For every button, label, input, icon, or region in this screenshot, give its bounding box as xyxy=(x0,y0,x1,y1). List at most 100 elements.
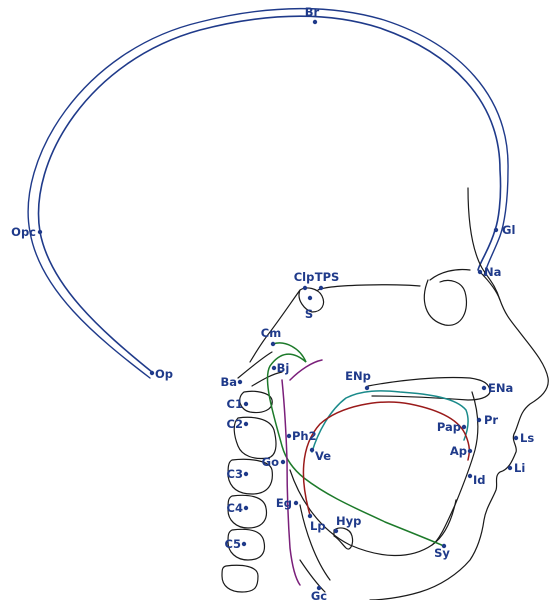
landmark-label-hyp: Hyp xyxy=(336,514,361,528)
orbit-outline xyxy=(424,280,466,325)
landmark-point-lp xyxy=(308,514,312,518)
landmark-label-lp: Lp xyxy=(310,519,326,533)
landmark-label-opc: Opc xyxy=(11,225,36,239)
landmark-sy: Sy xyxy=(434,544,450,560)
landmark-c3: C3 xyxy=(227,467,249,481)
landmark-point-c4 xyxy=(244,506,248,510)
landmark-point-ls xyxy=(514,436,518,440)
landmark-c5: C5 xyxy=(225,537,247,551)
landmark-bj: Bj xyxy=(272,361,290,375)
landmark-point-c2 xyxy=(244,422,248,426)
landmark-point-hyp xyxy=(334,529,338,533)
landmark-label-ve: Ve xyxy=(315,449,331,463)
landmark-label-op: Op xyxy=(155,367,173,381)
landmark-point-cm xyxy=(271,342,275,346)
palate-outline xyxy=(368,377,490,400)
landmark-op: Op xyxy=(150,367,173,381)
mandible-lower xyxy=(300,560,325,592)
landmark-point-gl xyxy=(494,228,498,232)
maxilla-outline xyxy=(432,392,478,545)
landmark-point-ve xyxy=(310,448,314,452)
landmark-clp: Clp xyxy=(294,270,315,290)
landmark-label-gl: Gl xyxy=(502,223,515,237)
landmark-label-na: Na xyxy=(484,265,501,279)
landmark-label-go: Go xyxy=(262,455,279,469)
purple-tract xyxy=(282,360,322,585)
landmark-point-c5 xyxy=(242,542,246,546)
landmark-point-enp xyxy=(365,386,369,390)
skull-vault-inner xyxy=(28,9,508,378)
landmark-point-pr xyxy=(477,418,481,422)
skull-vault-outer xyxy=(39,16,501,372)
landmark-label-sy: Sy xyxy=(434,546,450,560)
landmark-label-ph2: Ph2 xyxy=(292,429,317,443)
landmark-label-ls: Ls xyxy=(520,431,534,445)
landmark-br: Br xyxy=(305,5,320,24)
landmark-point-clp xyxy=(303,286,307,290)
landmark-s: S xyxy=(305,296,313,321)
sphenoid-outline xyxy=(250,288,324,362)
landmark-ve: Ve xyxy=(310,448,331,463)
mandible-outline xyxy=(290,470,456,556)
landmark-label-c4: C4 xyxy=(227,501,243,515)
landmark-label-cm: Cm xyxy=(261,326,281,340)
landmark-label-s: S xyxy=(305,307,313,321)
landmark-enp: ENp xyxy=(345,369,371,390)
landmark-point-go xyxy=(281,460,285,464)
vertebra-C6 xyxy=(222,565,258,592)
landmark-label-gc: Gc xyxy=(311,589,327,600)
skull-vault xyxy=(28,9,508,378)
landmark-c2: C2 xyxy=(227,417,249,431)
landmark-label-clp: Clp xyxy=(294,270,315,284)
landmark-point-br xyxy=(313,20,317,24)
landmark-point-s xyxy=(308,296,312,300)
landmark-id: Id xyxy=(468,473,486,487)
landmark-c1: C1 xyxy=(227,397,249,411)
landmark-point-pap xyxy=(462,425,466,429)
landmark-label-c1: C1 xyxy=(227,397,243,411)
landmark-label-pr: Pr xyxy=(484,413,498,427)
landmark-opc: Opc xyxy=(11,225,42,239)
landmark-point-ena xyxy=(482,386,486,390)
landmark-point-op xyxy=(150,371,154,375)
landmark-label-ba: Ba xyxy=(220,375,237,389)
landmark-point-ap xyxy=(468,449,472,453)
landmark-label-c5: C5 xyxy=(225,537,241,551)
landmark-label-ap: Ap xyxy=(450,444,467,458)
landmark-label-c3: C3 xyxy=(227,467,243,481)
vertebra-C1 xyxy=(240,391,272,412)
landmark-point-c3 xyxy=(244,472,248,476)
landmark-point-opc xyxy=(38,230,42,234)
landmark-point-bj xyxy=(272,366,276,370)
landmark-label-li: Li xyxy=(514,461,525,475)
frontal-inner-curve xyxy=(370,188,548,600)
landmark-label-c2: C2 xyxy=(227,417,243,431)
landmark-gc: Gc xyxy=(311,586,327,600)
landmark-ls: Ls xyxy=(514,431,535,445)
landmark-ph2: Ph2 xyxy=(287,429,317,443)
landmark-lp: Lp xyxy=(308,514,326,533)
landmark-c4: C4 xyxy=(227,501,249,515)
landmark-label-ena: ENa xyxy=(488,381,513,395)
landmark-point-ph2 xyxy=(287,434,291,438)
clivus xyxy=(318,285,420,290)
landmark-point-li xyxy=(508,466,512,470)
landmark-label-eg: Eg xyxy=(276,496,292,510)
landmark-go: Go xyxy=(262,455,286,469)
landmark-label-tps: TPS xyxy=(315,270,340,284)
landmark-point-eg xyxy=(294,501,298,505)
landmark-point-tps xyxy=(319,286,323,290)
zygomatic-line xyxy=(430,269,470,280)
landmark-eg: Eg xyxy=(276,496,298,510)
landmark-pap: Pap xyxy=(437,420,466,434)
landmark-point-c1 xyxy=(244,402,248,406)
landmark-label-pap: Pap xyxy=(437,420,461,434)
landmark-pr: Pr xyxy=(477,413,499,427)
landmark-point-ba xyxy=(238,380,242,384)
landmark-point-id xyxy=(468,474,472,478)
landmark-label-id: Id xyxy=(473,473,486,487)
landmark-label-enp: ENp xyxy=(345,369,371,383)
